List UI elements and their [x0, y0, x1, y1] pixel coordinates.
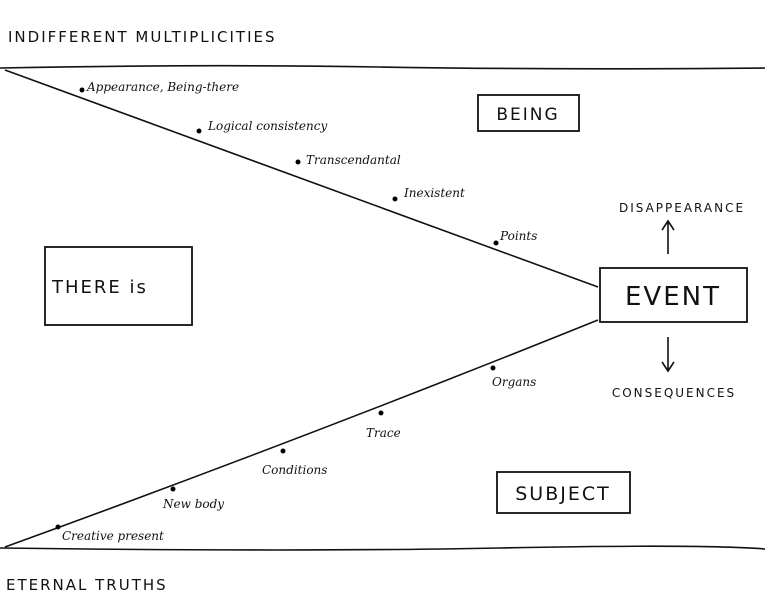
point-label: Points: [499, 229, 537, 243]
there-is-box: [44, 246, 193, 326]
top-label: INDIFFERENT MULTIPLICITIES: [8, 28, 277, 46]
point-label: Trace: [366, 426, 401, 440]
point-dot: [196, 128, 202, 134]
top-boundary-line: [0, 64, 765, 70]
subject-line: [4, 319, 599, 548]
event-label: EVENT: [625, 282, 721, 312]
subject-line-points: Creative present New body Conditions Tra…: [55, 365, 536, 543]
point-dot: [79, 87, 85, 93]
point-label: Appearance, Being-there: [86, 80, 239, 94]
being-box: [477, 94, 580, 132]
point-dot: [493, 240, 499, 246]
point-dot: [170, 486, 176, 492]
disappearance-label: DISAPPEARANCE: [619, 201, 745, 215]
event-box: [599, 267, 748, 323]
bottom-boundary-line: [0, 545, 765, 551]
point-label: Inexistent: [403, 186, 465, 200]
there-is-label: THERE is: [51, 277, 148, 298]
point-dot: [55, 524, 61, 530]
point-dot: [378, 410, 384, 416]
arrow-up-icon: [661, 219, 675, 254]
being-label: BEING: [496, 105, 559, 125]
point-dot: [295, 159, 301, 165]
being-line-points: Appearance, Being-there Logical consiste…: [79, 80, 537, 246]
point-label: New body: [162, 497, 224, 511]
point-dot: [280, 448, 286, 454]
point-label: Creative present: [62, 529, 164, 543]
arrow-down-icon: [661, 337, 675, 373]
point-label: Conditions: [262, 463, 327, 477]
point-dot: [490, 365, 496, 371]
point-dot: [392, 196, 398, 202]
being-line: [4, 69, 599, 288]
point-label: Organs: [492, 375, 536, 389]
consequences-label: CONSEQUENCES: [612, 386, 736, 400]
point-label: Logical consistency: [207, 119, 327, 133]
bottom-label: ETERNAL TRUTHS: [6, 576, 168, 594]
point-label: Transcendantal: [306, 153, 401, 167]
subject-label: SUBJECT: [515, 483, 610, 505]
subject-box: [496, 471, 631, 514]
